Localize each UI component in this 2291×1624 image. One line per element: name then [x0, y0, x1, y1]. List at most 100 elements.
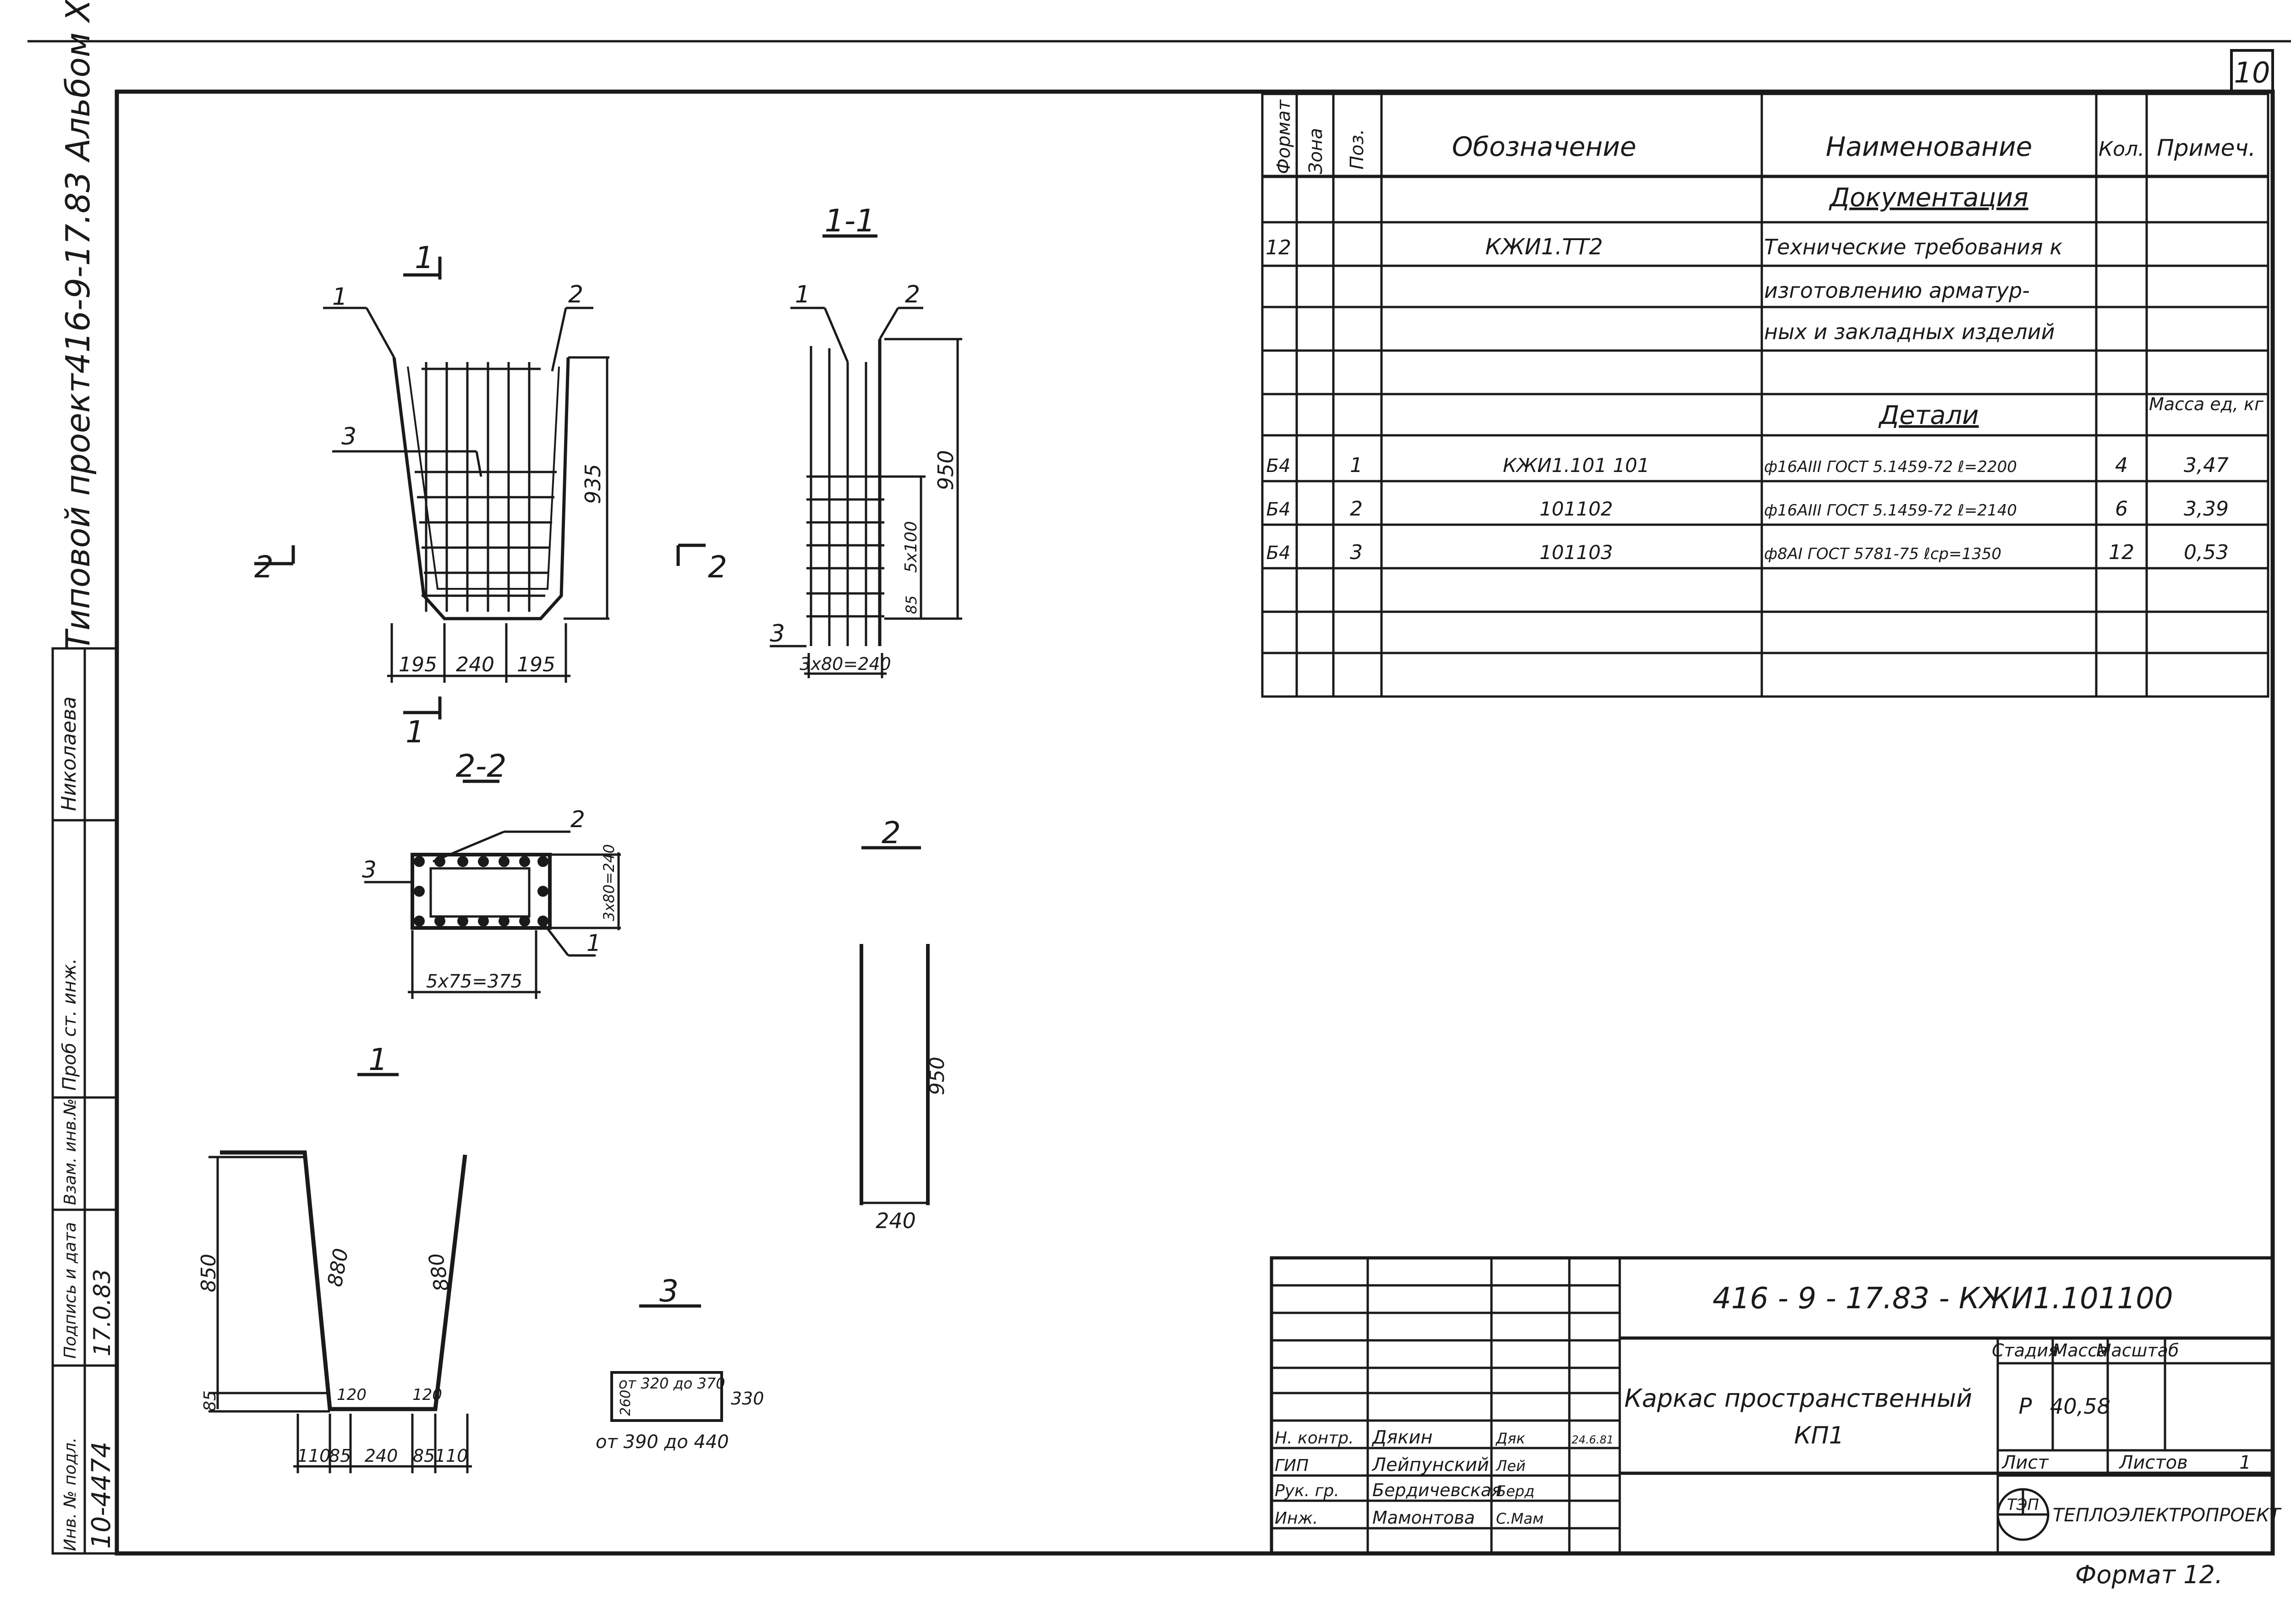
detail-2-view	[860, 846, 930, 1205]
spec-cell-pos: 1	[1350, 454, 1363, 477]
title-block-stage-label: Стадия	[1992, 1340, 2059, 1361]
spec-cell-qty: 6	[2115, 497, 2128, 521]
detail-2-title: 2	[882, 815, 901, 850]
title-block-person-1: Н. контр. Дякин Дяк 24.6.81	[1275, 1427, 1614, 1448]
cut-label-right: 2	[708, 549, 727, 585]
title-block-person-4: Инж. Мамонтова С.Мам	[1275, 1508, 1544, 1528]
cut-label-left: 2	[254, 549, 274, 585]
detail-2-height: 950	[926, 1057, 949, 1095]
detail-3-right-dim: 330	[731, 1388, 764, 1409]
spec-cell-format: Б4	[1266, 543, 1291, 564]
spec-cell-pos: 3	[1350, 541, 1363, 564]
spec-cell-name: ф16АIII ГОСТ 5.1459-72 ℓ=2140	[1764, 501, 2017, 520]
stamp-role: Проб ст. инж.	[59, 958, 80, 1091]
format-label: Формат 12.	[2075, 1560, 2223, 1589]
spec-cell-format: Б4	[1266, 499, 1291, 520]
sec11-height-dim: 950	[933, 450, 958, 490]
stamp-inv-label: Инв. № подл.	[61, 1437, 80, 1551]
detail-1-dim-850: 850	[197, 1254, 220, 1292]
cut-markers	[254, 257, 706, 719]
title-block-person-2: ГИП Лейпунский Лей	[1275, 1454, 1526, 1476]
main-pos-label-2: 2	[568, 281, 583, 308]
spec-cell-format: Б4	[1266, 455, 1291, 477]
sec11-step-dim: 5х100	[902, 521, 921, 573]
spec-cell-designation: 101103	[1540, 541, 1613, 564]
spec-cell-qty: 4	[2115, 454, 2128, 477]
spec-row-1: Б4 1 КЖИ1.101 101 ф16АIII ГОСТ 5.1459-72…	[1266, 454, 2229, 477]
detail-1-bottom-dim-1: 110	[297, 1446, 331, 1466]
spec-cell-note: 3,39	[2184, 497, 2229, 521]
person-date: 24.6.81	[1572, 1433, 1614, 1446]
section-1-1-title: 1-1	[824, 203, 875, 239]
person-sign: С.Мам	[1496, 1510, 1544, 1527]
cut-label-top: 1	[415, 240, 434, 275]
sec11-bottom-dim: 3х80=240	[800, 654, 891, 674]
detail-1-title: 1	[368, 1042, 388, 1077]
spec-section-details: Детали	[1878, 401, 1979, 430]
detail-1-dim-120-right: 120	[412, 1386, 442, 1404]
spec-doc-line-1: Технические требования к	[1764, 235, 2062, 259]
main-bottom-dim-2: 240	[456, 653, 494, 676]
spec-header-zone: Зона	[1305, 128, 1326, 174]
title-block-mark: КП1	[1794, 1422, 1844, 1449]
person-sign: Берд	[1496, 1482, 1535, 1500]
title-block-grid	[1270, 1256, 2275, 1555]
spec-cell-name: ф16АIII ГОСТ 5.1459-72 ℓ=2200	[1764, 458, 2017, 476]
detail-1-view	[208, 1073, 472, 1473]
title-block-sheet-label: Лист	[2001, 1452, 2049, 1473]
sec22-bottom-dim: 5х75=375	[426, 971, 522, 992]
person-sign: Лей	[1496, 1457, 1526, 1475]
title-block-org: ТЕПЛОЭЛЕКТРОПРОЕКТ	[2053, 1505, 2282, 1526]
spec-header-qty: Кол.	[2099, 137, 2144, 161]
sec22-pos-label-2: 2	[570, 806, 585, 833]
detail-1-dim-120-left: 120	[337, 1386, 367, 1404]
person-role: Инж.	[1275, 1509, 1318, 1528]
person-name: Мамонтова	[1372, 1508, 1475, 1528]
spec-cell-qty: 12	[2109, 541, 2134, 564]
tep-logo-icon	[1996, 1488, 2050, 1541]
stamp-sign-name: Николаева	[57, 697, 81, 811]
spec-header-pos: Поз.	[1347, 129, 1368, 170]
side-stamp	[51, 647, 118, 1555]
title-block-object-name: Каркас пространственный	[1624, 1384, 1972, 1413]
person-role: ГИП	[1275, 1456, 1309, 1475]
sec22-side-dim: 3х80=240	[600, 844, 618, 921]
main-pos-label-1: 1	[332, 283, 347, 311]
title-block-sheets-label: Листов	[2118, 1452, 2187, 1473]
spec-row-3: Б4 3 101103 ф8АI ГОСТ 5781-75 ℓср=1350 1…	[1266, 541, 2229, 564]
detail-1-bottom-dim-4: 85	[413, 1446, 435, 1466]
spec-doc-line-2: изготовлению арматур-	[1764, 278, 2030, 303]
title-block-stage: Р	[2019, 1394, 2032, 1419]
person-role: Н. контр.	[1275, 1429, 1354, 1448]
stamp-inv-number: 10-4474	[87, 1442, 116, 1549]
spec-header-designation: Обозначение	[1452, 131, 1636, 162]
page-number-box	[2230, 49, 2274, 93]
spec-header-format: Формат	[1273, 99, 1294, 174]
spec-doc-format: 12	[1266, 236, 1291, 259]
sec22-pos-label-1: 1	[586, 930, 601, 956]
section-2-2-title: 2-2	[455, 748, 506, 785]
title-block-code: 416 - 9 - 17.83 - КЖИ1.101100	[1712, 1282, 2173, 1316]
detail-1-dim-880-right: 880	[424, 1251, 454, 1293]
cage-front-view	[323, 307, 609, 683]
detail-3-top-dim: от 320 до 370	[619, 1375, 725, 1392]
spec-row-2: Б4 2 101102 ф16АIII ГОСТ 5.1459-72 ℓ=214…	[1266, 497, 2229, 521]
spec-cell-name: ф8АI ГОСТ 5781-75 ℓср=1350	[1764, 545, 2001, 563]
sec11-pos-label-2: 2	[905, 281, 920, 308]
side-title: Типовой проект416-9-17.83 Альбом Х ч.1	[59, 0, 97, 651]
detail-1-bottom-dim-5: 110	[435, 1446, 468, 1466]
spec-header-note: Примеч.	[2157, 135, 2256, 161]
main-height-dim: 935	[581, 464, 605, 504]
section-1-1-view	[770, 234, 962, 678]
person-sign: Дяк	[1495, 1430, 1525, 1447]
detail-1-dim-85: 85	[201, 1390, 219, 1411]
drawing-frame	[115, 89, 2275, 1556]
sec11-pos-label-3: 3	[770, 620, 785, 647]
section-2-2-view	[364, 779, 621, 999]
stamp-replaced-inv-label: Взам. инв.№	[61, 1098, 80, 1205]
main-pos-label-3: 3	[341, 423, 356, 450]
detail-3-view	[610, 1304, 723, 1422]
spec-table-grid	[1261, 93, 2269, 698]
detail-2-width: 240	[876, 1208, 916, 1233]
